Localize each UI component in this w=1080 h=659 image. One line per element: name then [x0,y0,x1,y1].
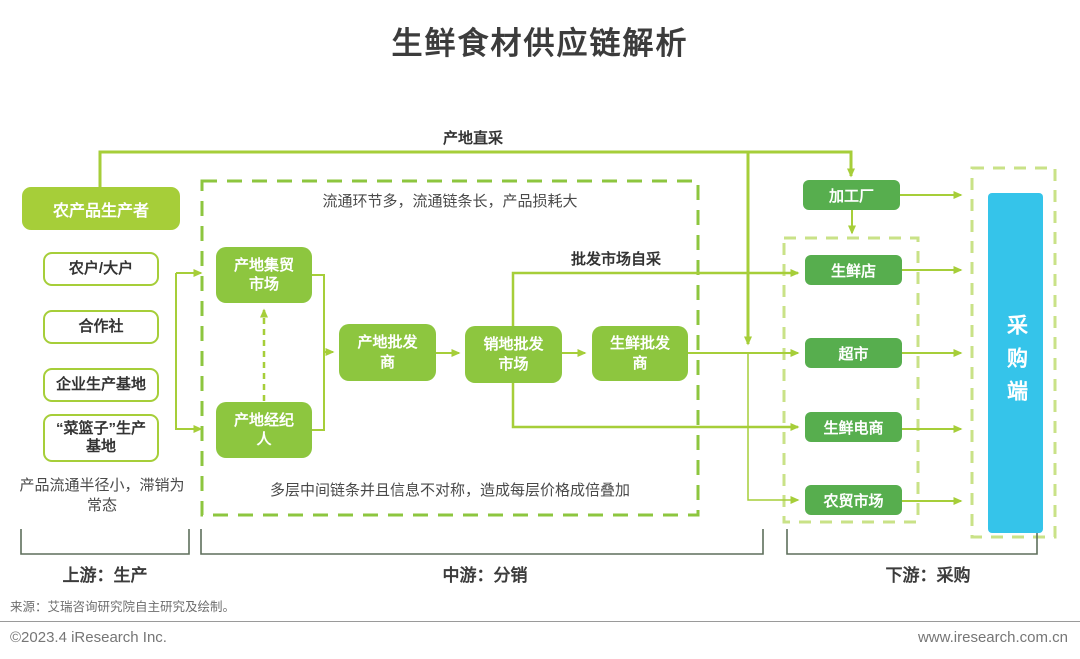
downstream-bracket [786,529,1038,555]
node-label: 销地批发市场 [483,336,544,373]
direct-sourcing-line [98,150,855,188]
retail-dashed-box [782,236,920,524]
producer-type-basket-base: “菜篮子”生产基地 [43,414,159,462]
midstream-bracket [200,529,764,555]
node-label: 产地经纪人 [233,411,294,449]
self-sourcing-to-freshshop-line [511,269,800,326]
buyer-box: 采购端 [988,193,1043,533]
self-sourcing-label: 批发市场自采 [570,251,661,268]
merge-line [312,274,325,431]
midstream-top-note: 流通环节多，流通链条长，产品损耗大 [322,193,578,210]
processor-box: 加工厂 [803,180,900,210]
downstream-bracket-label: 下游：采购 [885,566,971,585]
midstream-dashed-box [200,179,700,517]
channel-fresh-ecommerce: 生鲜电商 [805,412,902,442]
node-label: 产地集贸市场 [233,256,294,294]
midstream-bottom-note: 多层中间链条并且信息不对称，造成每层价格成倍叠加 [269,482,630,499]
buyer-dashed-box [970,166,1057,539]
node-origin-wholesaler: 产地批发商 [339,324,436,381]
footer-divider [0,621,1080,622]
midstream-bracket-label: 中游：分销 [442,566,528,585]
node-label: 生鲜批发商 [609,335,670,372]
page-title: 生鲜食材供应链解析 [391,26,689,61]
branch-to-farmers-market-line [747,353,800,504]
upstream-bracket [20,529,190,555]
channel-fresh-shop: 生鲜店 [805,255,902,285]
node-origin-trade-market: 产地集贸市场 [216,247,312,303]
node-fresh-wholesaler: 生鲜批发商 [592,326,688,381]
upstream-bracket-label: 上游：生产 [62,566,148,585]
destination-to-ecommerce-line [511,383,800,431]
upstream-note: 产品流通半径小，滞销为常态 [19,477,185,515]
direct-sourcing-label: 产地直采 [442,130,503,147]
node-origin-broker: 产地经纪人 [216,402,312,458]
channel-supermarket: 超市 [805,338,902,368]
node-label: 产地批发商 [357,334,418,371]
bus-to-broker-arrow [175,273,203,433]
copyright-text: ©2023.4 iResearch Inc. [10,629,167,646]
producer-type-farmers: 农户/大户 [43,252,159,286]
producer-type-enterprise-base: 企业生产基地 [43,368,159,402]
website-text: www.iresearch.com.cn [917,629,1068,646]
source-note: 来源：艾瑞咨询研究院自主研究及绘制。 [10,600,236,614]
channel-farmers-market: 农贸市场 [805,485,902,515]
buyer-label: 采购端 [1004,313,1028,413]
node-destination-wholesale-market: 销地批发市场 [465,326,562,383]
producer-box: 农产品生产者 [22,187,180,230]
producer-type-cooperative: 合作社 [43,310,159,344]
